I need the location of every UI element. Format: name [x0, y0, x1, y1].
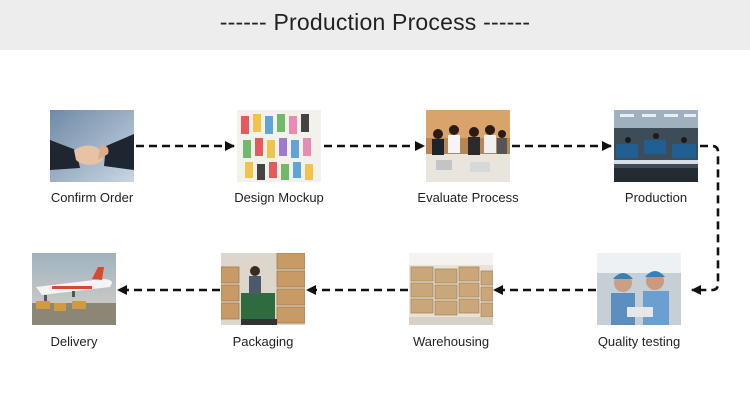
step-label-evaluate-process: Evaluate Process: [417, 190, 519, 205]
production-image: [614, 110, 698, 182]
evaluate-process-image: [426, 110, 510, 182]
delivery-image: [32, 253, 116, 325]
design-mockup-image: [237, 110, 321, 182]
arrow-production-to-quality: [691, 144, 720, 295]
warehousing-image: [409, 253, 493, 325]
quality-testing-image: [597, 253, 681, 325]
step-label-quality-testing: Quality testing: [597, 334, 681, 349]
step-label-warehousing: Warehousing: [412, 334, 490, 349]
handshake-image: [50, 110, 134, 182]
header-bar: ------ Production Process ------: [0, 0, 750, 50]
step-label-production: Production: [624, 190, 688, 205]
packaging-image: [221, 253, 305, 325]
step-label-delivery: Delivery: [50, 334, 98, 349]
step-label-design-mockup: Design Mockup: [234, 190, 324, 205]
step-label-confirm-order: Confirm Order: [50, 190, 134, 205]
step-label-packaging: Packaging: [232, 334, 294, 349]
page-title: ------ Production Process ------: [219, 9, 531, 35]
